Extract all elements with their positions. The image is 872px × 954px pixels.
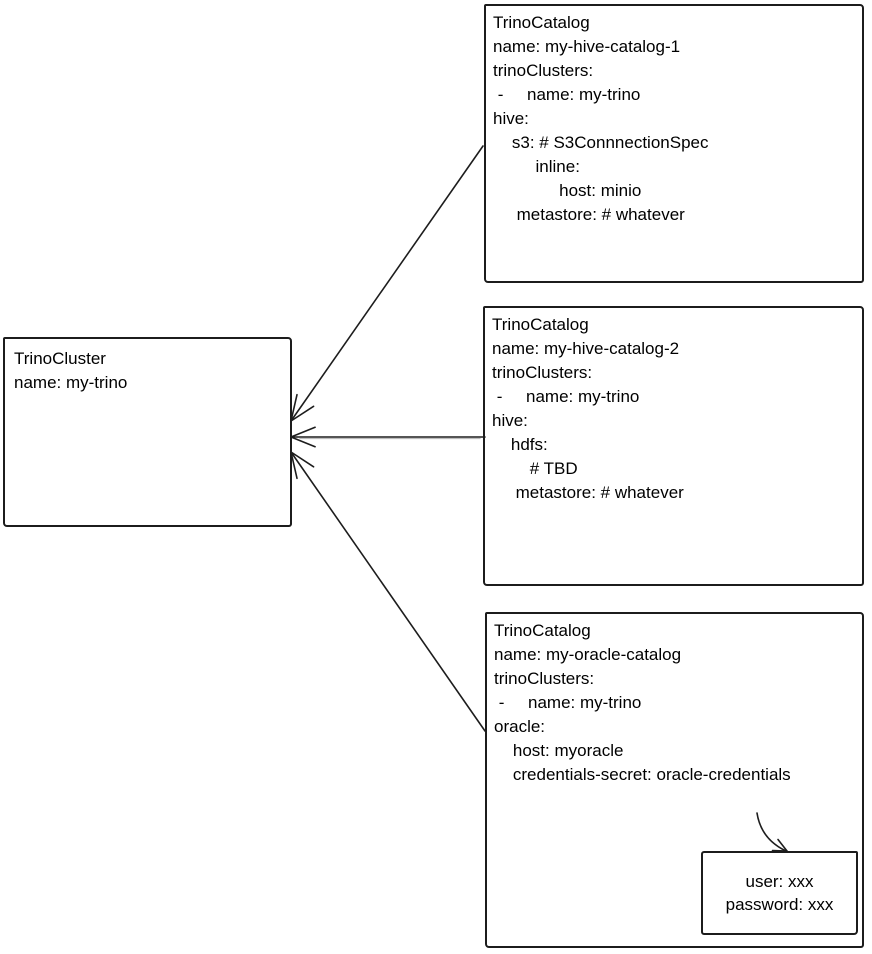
yaml-line: name: my-hive-catalog-2	[492, 339, 680, 358]
oracle-credentials-secret-box: user: xxx password: xxx	[701, 851, 858, 935]
yaml-line: name: my-oracle-catalog	[494, 645, 682, 664]
yaml-line: - name: my-trino	[493, 85, 641, 104]
yaml-line: oracle:	[494, 717, 546, 736]
edge-catalog-3-to-cluster	[290, 451, 486, 732]
yaml-line: # TBD	[492, 459, 578, 478]
secret-user-line: user: xxx	[745, 872, 814, 891]
yaml-line: metastore: # whatever	[493, 205, 685, 224]
trino-cluster-box: TrinoCluster name: my-trino	[3, 337, 292, 527]
yaml-line: trinoClusters:	[494, 669, 595, 688]
catalog-3-title: TrinoCatalog	[494, 621, 591, 640]
edge-catalog-2-to-cluster	[290, 426, 486, 448]
yaml-line: - name: my-trino	[494, 693, 642, 712]
yaml-line: trinoClusters:	[492, 363, 593, 382]
trino-catalog-1-box: TrinoCatalog name: my-hive-catalog-1 tri…	[484, 4, 864, 283]
cluster-name-line: name: my-trino	[14, 373, 128, 392]
catalog-2-title: TrinoCatalog	[492, 315, 589, 334]
yaml-line: trinoClusters:	[493, 61, 594, 80]
cluster-title: TrinoCluster	[14, 349, 106, 368]
yaml-line: s3: # S3ConnnectionSpec	[493, 133, 709, 152]
yaml-line: credentials-secret: oracle-credentials	[494, 765, 791, 784]
yaml-line: hive:	[493, 109, 529, 128]
catalog-1-title: TrinoCatalog	[493, 13, 590, 32]
yaml-line: host: minio	[493, 181, 642, 200]
yaml-line: hdfs:	[492, 435, 548, 454]
yaml-line: inline:	[493, 157, 580, 176]
yaml-line: - name: my-trino	[492, 387, 640, 406]
yaml-line: name: my-hive-catalog-1	[493, 37, 681, 56]
edge-catalog-1-to-cluster	[290, 145, 484, 422]
trino-catalog-3-box: TrinoCatalog name: my-oracle-catalog tri…	[485, 612, 864, 948]
secret-password-line: password: xxx	[725, 895, 834, 914]
yaml-line: host: myoracle	[494, 741, 624, 760]
trino-catalog-2-box: TrinoCatalog name: my-hive-catalog-2 tri…	[483, 306, 864, 586]
yaml-line: metastore: # whatever	[492, 483, 684, 502]
yaml-line: hive:	[492, 411, 528, 430]
